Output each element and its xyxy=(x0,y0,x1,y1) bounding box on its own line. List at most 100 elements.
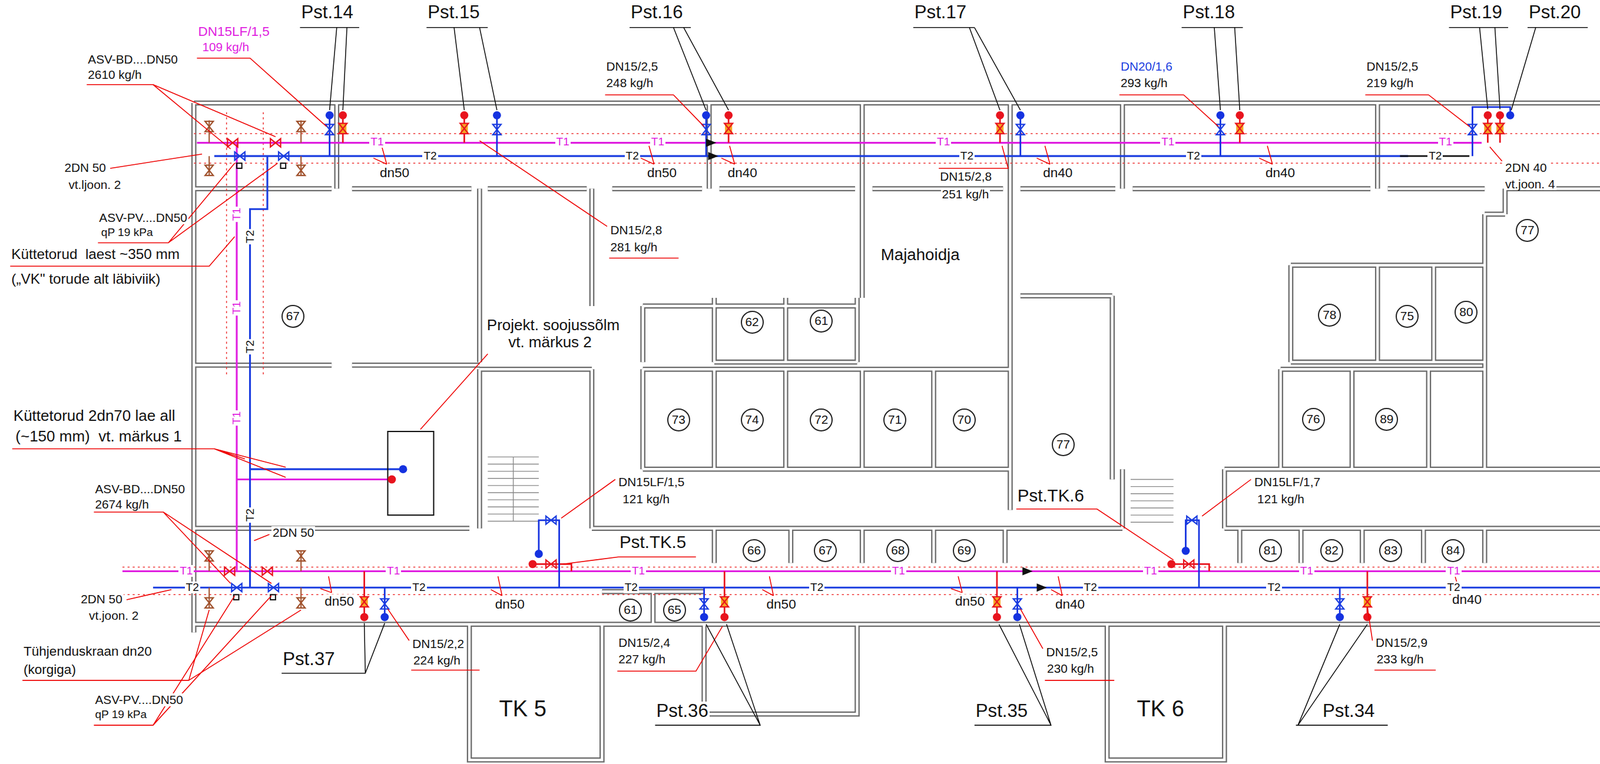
riser-label: Pst.34 xyxy=(1321,701,1376,722)
riser-supply xyxy=(342,115,1500,618)
callout-text: 224 kg/h xyxy=(412,654,462,668)
pipe-tag: T1 xyxy=(385,565,402,578)
valve-symbol xyxy=(270,138,281,148)
flow-arrow xyxy=(1022,567,1033,576)
riser-end-supply xyxy=(360,613,369,622)
pipe-tag: T2 xyxy=(184,581,201,594)
room-number: 77 xyxy=(1051,433,1075,457)
red-dotted-line xyxy=(122,112,1600,596)
room-number: 65 xyxy=(663,598,687,622)
callout-leader xyxy=(126,590,172,601)
room-number: 73 xyxy=(667,408,691,432)
callout-leader xyxy=(938,146,1009,169)
callout-text: 233 kg/h xyxy=(1375,653,1426,667)
callout-leader xyxy=(420,353,488,430)
riser-end-return xyxy=(534,550,543,559)
flow-arrow xyxy=(1037,583,1048,592)
room-number: 67 xyxy=(281,305,305,329)
riser-leader xyxy=(913,27,1021,111)
pipe-size: dn50 xyxy=(494,597,526,612)
room-number-text: 70 xyxy=(957,413,972,427)
room-number-text: 77 xyxy=(1520,223,1535,238)
supply-pipe xyxy=(122,143,1600,572)
pipe-tag: T1 xyxy=(890,565,907,578)
room-number-text: 69 xyxy=(957,544,972,558)
drain-valve xyxy=(280,163,287,169)
callout-text: qP 19 kPa xyxy=(100,226,155,239)
pipe-tag: T1 xyxy=(178,565,194,578)
pipe-tag: T2 xyxy=(243,229,256,245)
riser-end-return xyxy=(1216,111,1225,120)
room-number: 78 xyxy=(1317,303,1341,327)
callout-leader xyxy=(1119,94,1219,127)
valve-symbol xyxy=(992,597,1002,608)
callout-text: 219 kg/h xyxy=(1365,76,1416,90)
riser-leader xyxy=(1511,27,1588,111)
return-pipe xyxy=(153,156,1600,588)
pipe-size: dn50 xyxy=(378,166,411,181)
valve-symbol xyxy=(234,151,245,161)
note-text: Projekt. soojussõlm xyxy=(485,317,621,334)
room-name: TK 6 xyxy=(1135,697,1186,721)
callout-text: 293 kg/h xyxy=(1119,76,1169,90)
callout-text: DN15LF/1,5 xyxy=(617,475,686,489)
valve-symbol xyxy=(1183,560,1194,569)
room-number: 61 xyxy=(618,598,642,622)
valve-symbol xyxy=(459,123,469,134)
valve-symbol xyxy=(1235,123,1244,134)
callout-leader xyxy=(1020,609,1115,681)
note-text: (~150 mm) vt. märkus 1 xyxy=(14,428,183,445)
pipe-tag: T1 xyxy=(1143,565,1159,578)
room-number: 61 xyxy=(809,309,833,333)
riser-end-supply xyxy=(338,111,347,120)
valve-symbol xyxy=(1013,598,1022,609)
valve-symbol xyxy=(262,567,273,576)
valve-symbol xyxy=(720,597,729,608)
riser-end-supply xyxy=(1167,560,1176,569)
riser-label: Pst.14 xyxy=(299,2,354,23)
riser-leader xyxy=(974,624,1052,727)
pipe-tag: T2 xyxy=(243,507,256,523)
riser-end-supply xyxy=(992,613,1002,622)
room-number-text: 68 xyxy=(890,544,905,558)
riser-leader xyxy=(299,27,360,111)
callout-text: (korgiga) xyxy=(22,663,78,678)
room-number: 75 xyxy=(1395,305,1419,329)
heat-unit xyxy=(387,475,396,485)
riser-label: Pst.20 xyxy=(1527,2,1582,23)
callout-leader xyxy=(10,236,235,267)
riser-end-return xyxy=(325,111,1515,622)
callout-text: 230 kg/h xyxy=(1045,662,1096,676)
room-number-text: 75 xyxy=(1400,309,1414,324)
riser-label: Pst.TK.5 xyxy=(618,533,688,552)
heat-unit xyxy=(387,431,434,516)
pipe-tag: T1 xyxy=(555,136,571,148)
room-number-text: 71 xyxy=(888,413,902,427)
valve-symbol xyxy=(231,583,242,592)
valve-symbol xyxy=(1468,124,1477,135)
room-number-text: 65 xyxy=(667,603,682,618)
drain-valve xyxy=(296,121,306,132)
valve-symbol xyxy=(1363,597,1372,608)
callout-leader xyxy=(373,146,1273,165)
callout-text: DN15/2,9 xyxy=(1374,636,1429,650)
room-number-text: 76 xyxy=(1306,412,1320,427)
note-text: Küttetorud 2dn70 lae all xyxy=(12,408,177,424)
callout-leader xyxy=(1365,94,1470,127)
pipe-tag: T1 xyxy=(650,136,666,148)
callout-leader xyxy=(196,58,327,127)
pipe-size: dn40 xyxy=(1451,593,1483,608)
room-number: 74 xyxy=(740,408,764,432)
valve-symbol xyxy=(545,516,556,525)
pipe-tag: T1 xyxy=(1445,565,1462,578)
riser-end-supply xyxy=(1495,111,1505,120)
callout-text: vt.ljoon. 2 xyxy=(67,178,122,192)
callout-text: 2DN 40 xyxy=(1504,161,1549,175)
room-name: Majahoidja xyxy=(879,246,962,264)
riser-end-return xyxy=(701,111,711,120)
room-number: 68 xyxy=(886,539,910,563)
drain-valve xyxy=(236,163,243,169)
callout-leader xyxy=(1489,147,1503,162)
